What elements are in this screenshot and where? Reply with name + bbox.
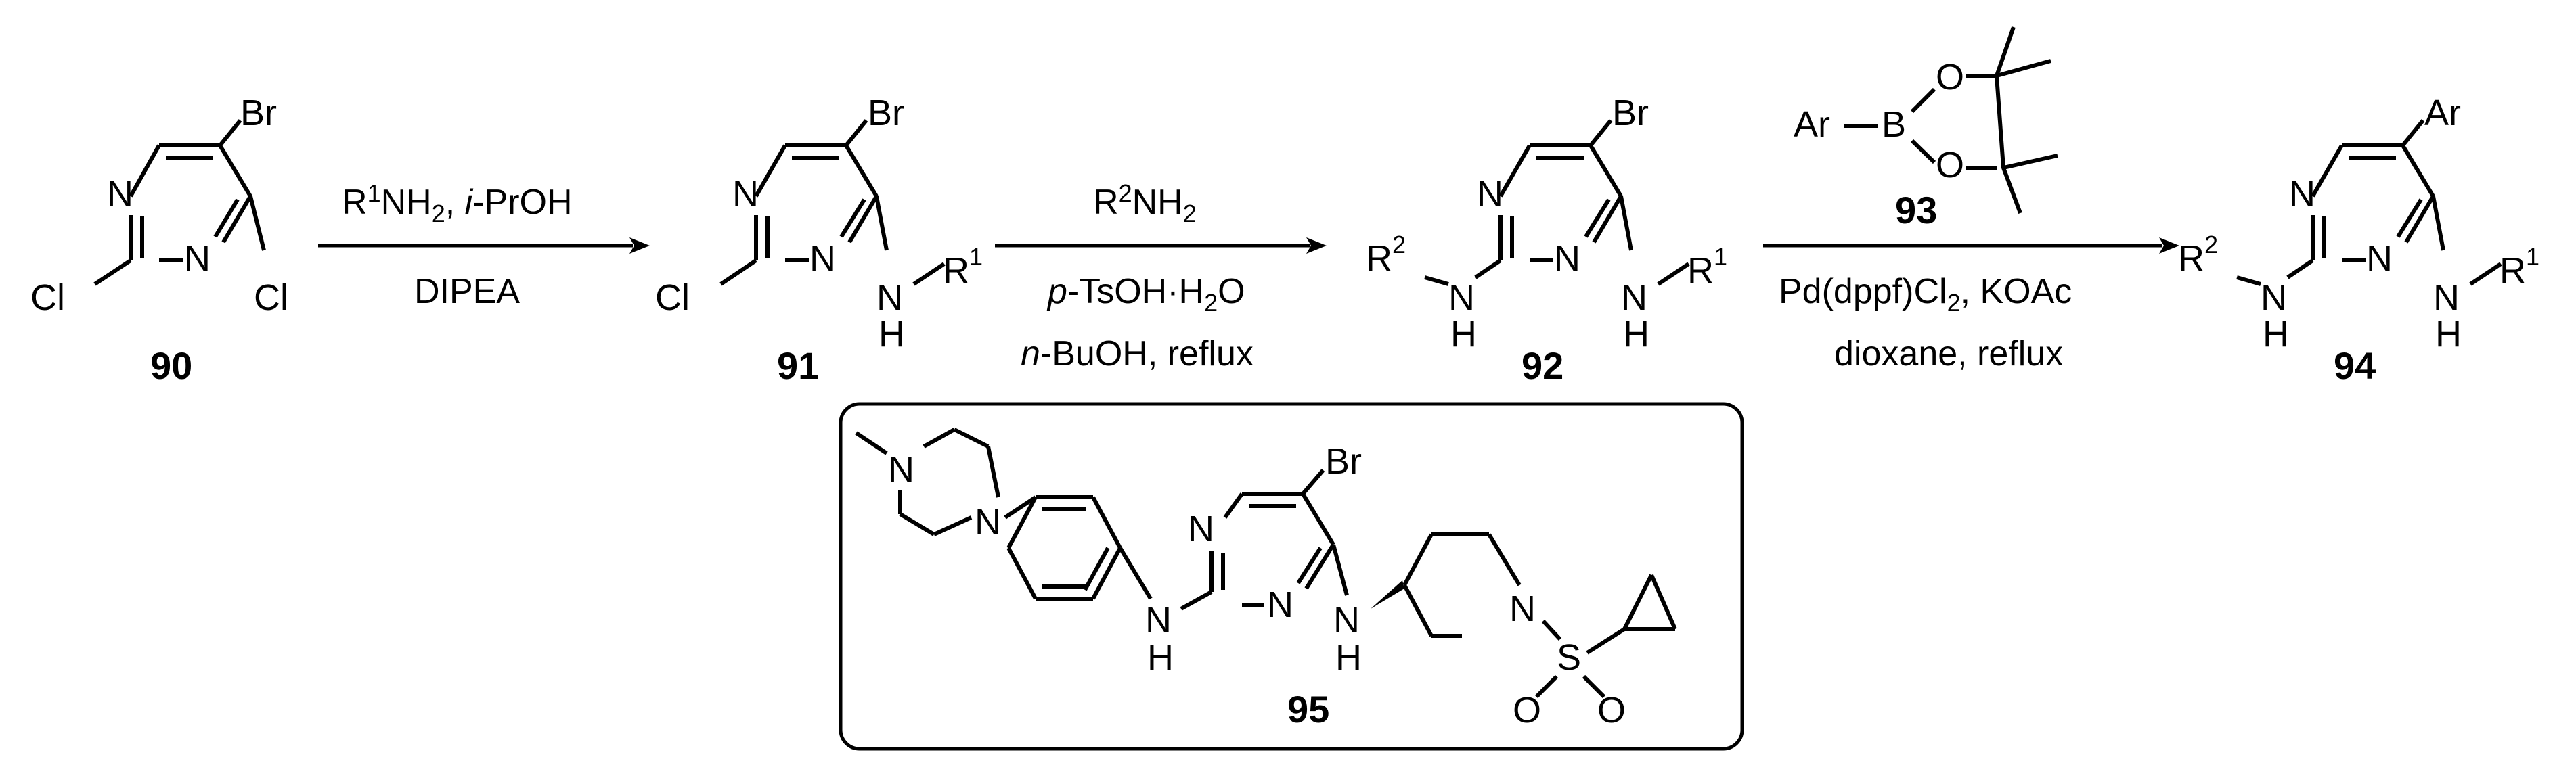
compound-90-structure: N N Br Cl Cl <box>30 93 288 318</box>
atom-N: N <box>2366 238 2393 279</box>
compound-91-structure: N N Br Cl N H R 1 <box>655 93 983 354</box>
step1-reagents: R1NH2, i-PrOH <box>342 179 573 227</box>
atom-Cl: Cl <box>655 277 690 318</box>
atom-Br: Br <box>1325 441 1362 482</box>
compound-95-box <box>839 402 1744 751</box>
step2-solvent: n-BuOH, reflux <box>1021 334 1253 373</box>
atom-H: H <box>2263 314 2289 354</box>
atom-O: O <box>1936 145 1964 185</box>
atom-R: R <box>2500 250 2526 291</box>
step2-acid: p-TsOH·H2O <box>1046 272 1245 317</box>
atom-H: H <box>1147 637 1174 678</box>
atom-N: N <box>888 449 914 490</box>
reaction-arrow-3 <box>1763 237 2179 254</box>
atom-R: R <box>943 250 969 291</box>
atom-N: N <box>1267 584 1293 625</box>
atom-N: N <box>1477 174 1503 214</box>
compound-label-93: 93 <box>1895 189 1937 231</box>
step2-amine: R2NH2 <box>1093 179 1197 227</box>
r1-superscript: 1 <box>2526 243 2539 271</box>
r2-superscript: 2 <box>2204 231 2218 258</box>
r1-superscript: 1 <box>969 243 983 271</box>
atom-H: H <box>1335 637 1362 678</box>
atom-N: N <box>1621 277 1647 318</box>
atom-O: O <box>1513 690 1541 731</box>
step1-base: DIPEA <box>414 272 520 311</box>
compound-92-structure: N N Br N H R 2 N H R 1 <box>1366 93 1727 354</box>
compound-95-structure: N N N H N Br N <box>855 428 1677 731</box>
compound-label-91: 91 <box>777 344 819 387</box>
atom-H: H <box>2435 314 2462 354</box>
compound-label-92: 92 <box>1522 344 1563 387</box>
atom-N: N <box>1333 600 1360 641</box>
atom-N: N <box>1554 238 1580 279</box>
atom-Cl: Cl <box>254 277 288 318</box>
atom-N: N <box>876 277 903 318</box>
atom-Ar: Ar <box>2424 93 2461 133</box>
atom-N: N <box>1188 509 1214 549</box>
reaction-arrow-1 <box>318 237 650 254</box>
step3-solvent: dioxane, reflux <box>1834 334 2063 373</box>
atom-N: N <box>1145 600 1172 641</box>
atom-H: H <box>1623 314 1649 354</box>
atom-N: N <box>1509 589 1536 629</box>
atom-Br: Br <box>240 93 277 133</box>
compound-93-structure: Ar B O O <box>1794 26 2058 214</box>
compound-94-structure: N N Ar N H R 2 N H R 1 <box>2178 93 2539 354</box>
atom-N: N <box>975 502 1001 543</box>
atom-R: R <box>1366 238 1392 279</box>
atom-N: N <box>2433 277 2460 318</box>
compound-label-94: 94 <box>2334 344 2376 387</box>
atom-H: H <box>879 314 905 354</box>
r2-superscript: 2 <box>1392 231 1406 258</box>
atom-B: B <box>1882 104 1906 145</box>
atom-O: O <box>1936 57 1964 97</box>
reaction-arrow-2 <box>995 237 1327 254</box>
atom-N: N <box>2289 174 2315 214</box>
atom-Br: Br <box>1612 93 1649 133</box>
atom-S: S <box>1557 637 1581 678</box>
atom-N: N <box>1448 277 1475 318</box>
atom-H: H <box>1450 314 1477 354</box>
atom-N: N <box>184 238 210 279</box>
atom-Br: Br <box>868 93 904 133</box>
step3-catalyst: Pd(dppf)Cl2, KOAc <box>1779 272 2072 317</box>
atom-Ar: Ar <box>1794 104 1830 145</box>
compound-label-90: 90 <box>150 344 192 387</box>
compound-label-95: 95 <box>1287 688 1329 731</box>
r1-superscript: 1 <box>1714 243 1727 271</box>
atom-R: R <box>1687 250 1714 291</box>
atom-Cl: Cl <box>30 277 65 318</box>
atom-N: N <box>107 174 133 214</box>
atom-N: N <box>2261 277 2287 318</box>
atom-R: R <box>2178 238 2204 279</box>
atom-N: N <box>732 174 759 214</box>
atom-N: N <box>809 238 836 279</box>
atom-O: O <box>1597 690 1626 731</box>
